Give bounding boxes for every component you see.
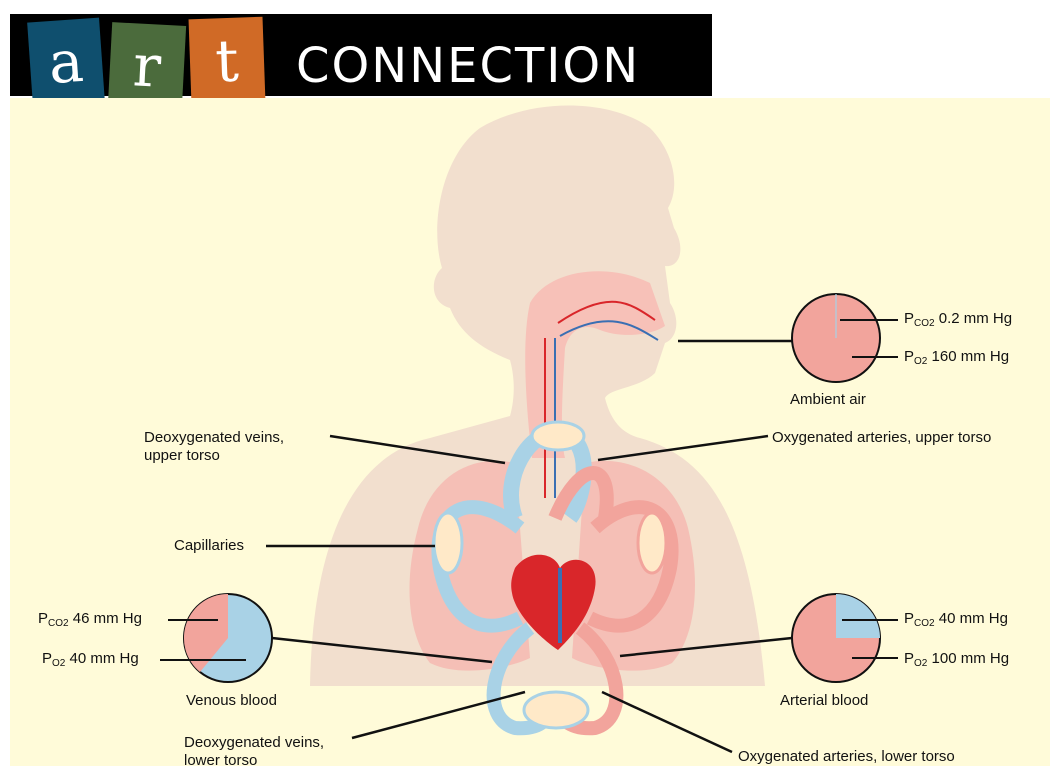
venous-po2-label: PO2 40 mm Hg	[42, 650, 139, 670]
oxygenated-arteries-lower-label: Oxygenated arteries, lower torso	[738, 748, 955, 766]
arterial-co2-slice	[836, 594, 880, 638]
ambient-air-caption: Ambient air	[790, 391, 866, 409]
left-lung-capillary-bed	[434, 513, 462, 573]
deoxygenated-veins-lower-label: Deoxygenated veins,lower torso	[184, 734, 324, 770]
venous-pco2-label: PCO2 46 mm Hg	[38, 610, 142, 630]
arterial-pco2-label: PCO2 40 mm Hg	[904, 610, 1008, 630]
oxygenated-arteries-upper-label: Oxygenated arteries, upper torso	[772, 429, 991, 447]
venous-blood-caption: Venous blood	[186, 692, 277, 710]
arterial-blood-caption: Arterial blood	[780, 692, 868, 710]
banner-title: CONNECTION	[296, 42, 640, 90]
arterial-po2-label: PO2 100 mm Hg	[904, 650, 1009, 670]
letter-tile-t: t	[189, 17, 266, 106]
deoxygenated-veins-upper-label: Deoxygenated veins,upper torso	[144, 429, 284, 465]
upper-capillary-bed	[532, 422, 584, 450]
ambient-pco2-label: PCO2 0.2 mm Hg	[904, 310, 1012, 330]
lower-capillary-bed	[524, 692, 588, 728]
letter-tile-r: r	[108, 22, 186, 110]
capillaries-label: Capillaries	[174, 537, 244, 555]
art-connection-banner: a r t CONNECTION	[10, 14, 712, 96]
letter-tile-a: a	[27, 18, 105, 107]
diagram-panel: PCO2 0.2 mm Hg PO2 160 mm Hg Ambient air…	[10, 98, 1050, 766]
leader-oxy-lower	[602, 692, 732, 752]
right-lung-capillary-bed	[638, 513, 666, 573]
ambient-po2-label: PO2 160 mm Hg	[904, 348, 1009, 368]
